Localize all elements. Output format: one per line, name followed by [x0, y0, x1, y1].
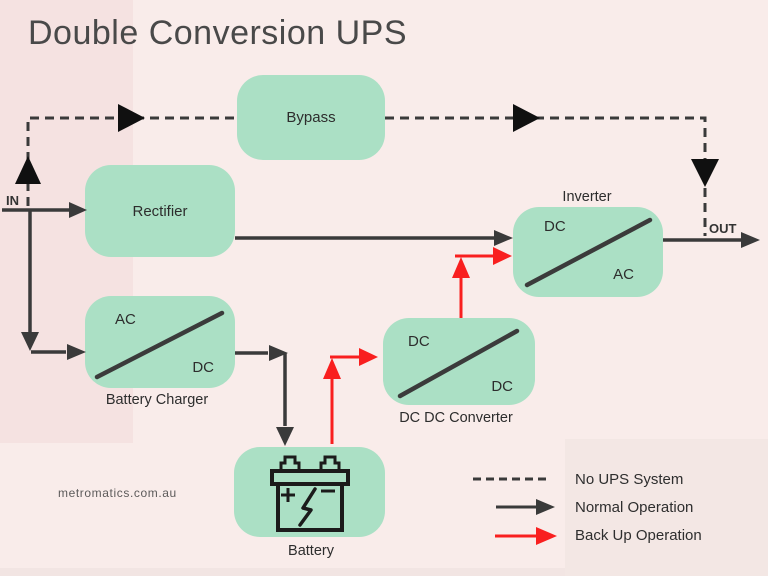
legend-panel	[565, 439, 768, 576]
rectifier-to-inverter-arrowhead-icon	[494, 230, 513, 246]
legend-item-normal-operation: Normal Operation	[575, 499, 694, 516]
battery-to-dcdc-arrowhead-icon	[359, 348, 378, 366]
charger-to-battery-arrowhead-icon	[276, 427, 294, 446]
legend-item-backup-operation: Back Up Operation	[575, 527, 702, 544]
dc-dc-converter-input-label: DC	[408, 333, 430, 350]
battery-charger-input-label: AC	[115, 311, 136, 328]
page-title: Double Conversion UPS	[28, 14, 408, 52]
battery-charger-node: AC DC	[85, 296, 235, 388]
battery-caption: Battery	[288, 543, 334, 559]
battery-charger-caption: Battery Charger	[105, 392, 209, 408]
dashed-right-arrowhead-right-icon	[513, 104, 540, 132]
dcdc-to-inverter-arrowhead-icon	[493, 247, 512, 265]
dashed-down-arrowhead-icon	[691, 159, 719, 187]
inverter-input-label: DC	[544, 218, 566, 235]
battery-node	[234, 447, 385, 537]
legend-normal-arrowhead-icon	[536, 499, 555, 515]
rectifier-node-label: Rectifier	[132, 202, 188, 220]
bypass-node: Bypass	[237, 75, 385, 160]
bypass-node-label: Bypass	[286, 109, 336, 126]
charger-corner-arrowhead-icon	[269, 345, 288, 361]
inverter-node: DC AC	[513, 207, 663, 297]
out-label: OUT	[709, 221, 737, 236]
inverter-output-label: AC	[613, 266, 634, 283]
legend-backup-arrowhead-icon	[536, 527, 557, 545]
legend-item-no-ups: No UPS System	[575, 471, 684, 488]
in-label: IN	[6, 193, 19, 208]
inverter-caption: Inverter	[562, 189, 612, 205]
dc-dc-converter-node: DC DC	[383, 318, 535, 405]
watermark: metromatics.com.au	[58, 486, 177, 500]
dcdc-backup-up-arrowhead-icon	[452, 257, 470, 278]
battery-charger-output-label: DC	[192, 359, 214, 376]
background-strip-bottom	[0, 568, 768, 576]
dc-dc-converter-caption: DC DC Converter	[399, 410, 513, 426]
battery-backup-up-arrowhead-icon	[323, 358, 341, 379]
dc-dc-converter-output-label: DC	[491, 378, 513, 395]
rectifier-node: Rectifier	[85, 165, 235, 257]
out-arrowhead-icon	[741, 232, 760, 248]
